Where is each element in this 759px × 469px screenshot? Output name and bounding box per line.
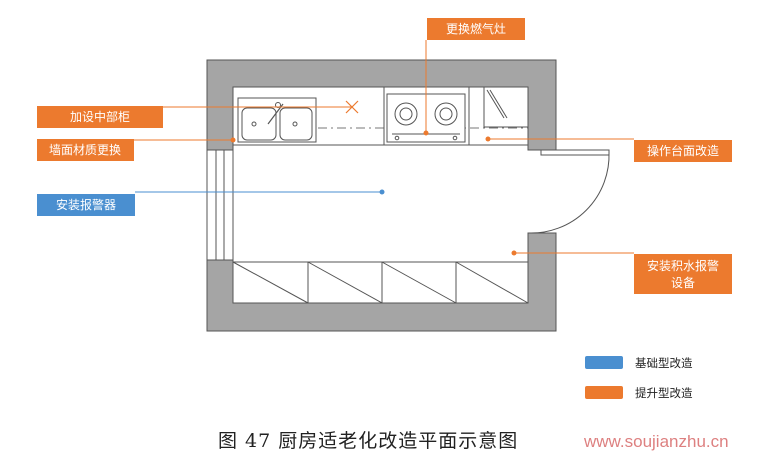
label-alarm-text: 安装报警器 <box>56 197 116 212</box>
label-water-alarm-text-2: 设备 <box>671 276 695 290</box>
label-countertop-text: 操作台面改造 <box>647 143 719 158</box>
label-countertop: 操作台面改造 <box>634 140 732 162</box>
label-gas-stove-text: 更换燃气灶 <box>446 21 506 36</box>
double-sink <box>237 97 317 143</box>
watermark-text: www.soujianzhu.cn <box>583 432 729 451</box>
label-water-alarm: 安装积水报警 设备 <box>634 254 732 294</box>
label-mid-cabinet: 加设中部柜 <box>37 106 163 128</box>
label-wall-material-text: 墙面材质更换 <box>49 143 121 157</box>
window <box>206 149 234 261</box>
door <box>527 149 610 234</box>
label-water-alarm-text-1: 安装积水报警 <box>647 258 719 273</box>
figure-caption: 图 47 厨房适老化改造平面示意图 <box>218 430 518 452</box>
legend-basic-swatch <box>585 356 623 369</box>
leader-lines <box>134 40 634 256</box>
legend-upgrade-swatch <box>585 386 623 399</box>
label-gas-stove: 更换燃气灶 <box>427 18 525 40</box>
label-mid-cabinet-text: 加设中部柜 <box>70 109 130 124</box>
bottom-cabinets <box>232 261 529 304</box>
legend-basic-label: 基础型改造 <box>635 356 693 370</box>
label-alarm: 安装报警器 <box>37 194 135 216</box>
label-wall-material: 墙面材质更换 <box>37 139 134 161</box>
legend-upgrade-label: 提升型改造 <box>635 386 693 400</box>
legend: 基础型改造 提升型改造 <box>585 356 693 400</box>
